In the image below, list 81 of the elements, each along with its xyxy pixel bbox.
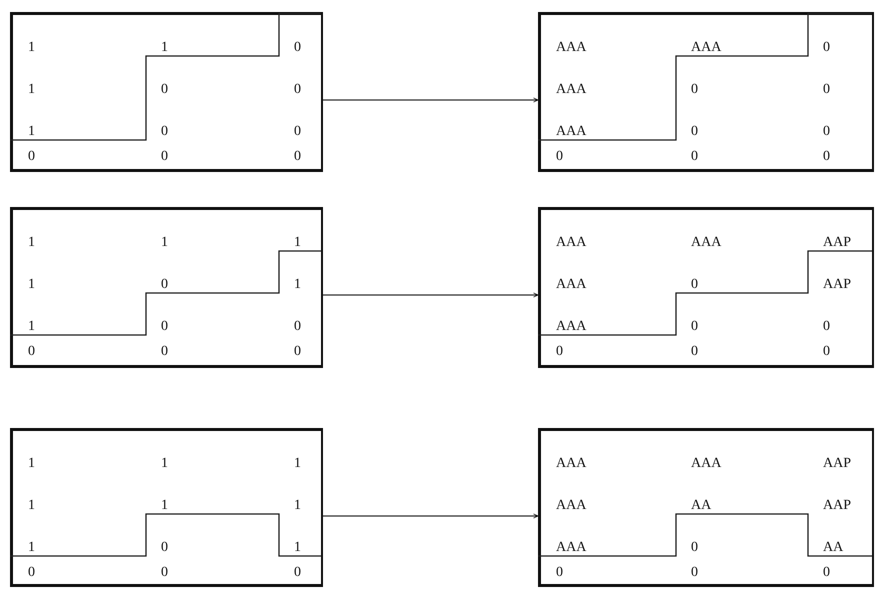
grid-value: AAA	[556, 235, 586, 251]
grid-value: AAA	[556, 540, 586, 556]
grid-value: 0	[691, 124, 698, 140]
value-grid	[10, 428, 323, 587]
grid-value: 0	[691, 344, 698, 360]
grid-value: 1	[161, 40, 168, 56]
grid-value: 1	[294, 277, 301, 293]
grid-value: AAA	[691, 235, 722, 251]
grid-value: 0	[28, 344, 35, 360]
value-grid	[10, 207, 323, 368]
grid-value: AAA	[691, 456, 722, 472]
grid-value: 0	[691, 540, 698, 556]
grid-value: 0	[556, 149, 563, 165]
grid-value: 0	[823, 319, 830, 335]
grid-value: AAA	[556, 456, 586, 472]
grid-value: 0	[294, 124, 301, 140]
grid-value: 0	[294, 344, 301, 360]
grid-value: 0	[823, 82, 830, 98]
grid-value: 1	[294, 235, 301, 251]
arrow	[322, 98, 538, 102]
grid-value: 0	[161, 82, 168, 98]
grid-value: AAA	[556, 319, 586, 335]
grid-value: 0	[161, 124, 168, 140]
grid-value: 1	[28, 498, 35, 514]
grid-value: 0	[556, 565, 563, 581]
grid-value: 0	[28, 149, 35, 165]
grid-value: AAP	[823, 498, 852, 514]
grid-value: AAA	[556, 82, 586, 98]
grid-value: AAP	[823, 235, 852, 251]
value-grid	[538, 428, 874, 587]
grid-value: 0	[294, 149, 301, 165]
grid-value: 1	[28, 235, 35, 251]
grid-value: 0	[691, 82, 698, 98]
grid-value: 1	[161, 498, 168, 514]
grid-value: AAP	[823, 456, 852, 472]
grid-value: 0	[161, 277, 168, 293]
grid-value: 0	[161, 565, 168, 581]
grid-value: 1	[28, 40, 35, 56]
grid-value: 0	[161, 540, 168, 556]
grid-value: AAA	[691, 40, 722, 56]
grid-value: 0	[691, 277, 698, 293]
grid-value: AA	[691, 498, 712, 514]
grid-value: 1	[28, 540, 35, 556]
grid-value: 1	[28, 456, 35, 472]
grid-value: 0	[294, 40, 301, 56]
grid-value: 1	[294, 540, 301, 556]
grid-value: 0	[161, 149, 168, 165]
grid-value: 0	[161, 319, 168, 335]
grid-value: 0	[823, 565, 830, 581]
grid-value: AA	[823, 540, 844, 556]
grid-value: 0	[823, 124, 830, 140]
grid-value: 1	[294, 456, 301, 472]
value-grid	[538, 12, 874, 172]
grid-value: 1	[161, 456, 168, 472]
arrow	[322, 292, 538, 298]
value-grid	[538, 207, 874, 368]
grid-value: 0	[823, 40, 830, 56]
grid-value: 1	[28, 82, 35, 98]
grid-value: 0	[691, 149, 698, 165]
grid-value: 0	[294, 565, 301, 581]
grid-value: 0	[823, 344, 830, 360]
grid-value: AAA	[556, 277, 586, 293]
grid-value: 0	[823, 149, 830, 165]
grid-value: 0	[161, 344, 168, 360]
grid-value: 0	[691, 565, 698, 581]
grid-value: 1	[28, 124, 35, 140]
grid-value: AAA	[556, 124, 586, 140]
grid-value: AAP	[823, 277, 852, 293]
grid-value: 0	[294, 319, 301, 335]
grid-value: AAA	[556, 40, 586, 56]
grid-value: 0	[691, 319, 698, 335]
arrow	[322, 514, 538, 518]
grid-value: 0	[556, 344, 563, 360]
grid-value: 1	[161, 235, 168, 251]
value-grid	[10, 12, 323, 172]
grid-value: 1	[28, 319, 35, 335]
grid-value: 0	[28, 565, 35, 581]
grid-value: 1	[28, 277, 35, 293]
grid-value: AAA	[556, 498, 586, 514]
grid-value: 1	[294, 498, 301, 514]
grid-value: 0	[294, 82, 301, 98]
